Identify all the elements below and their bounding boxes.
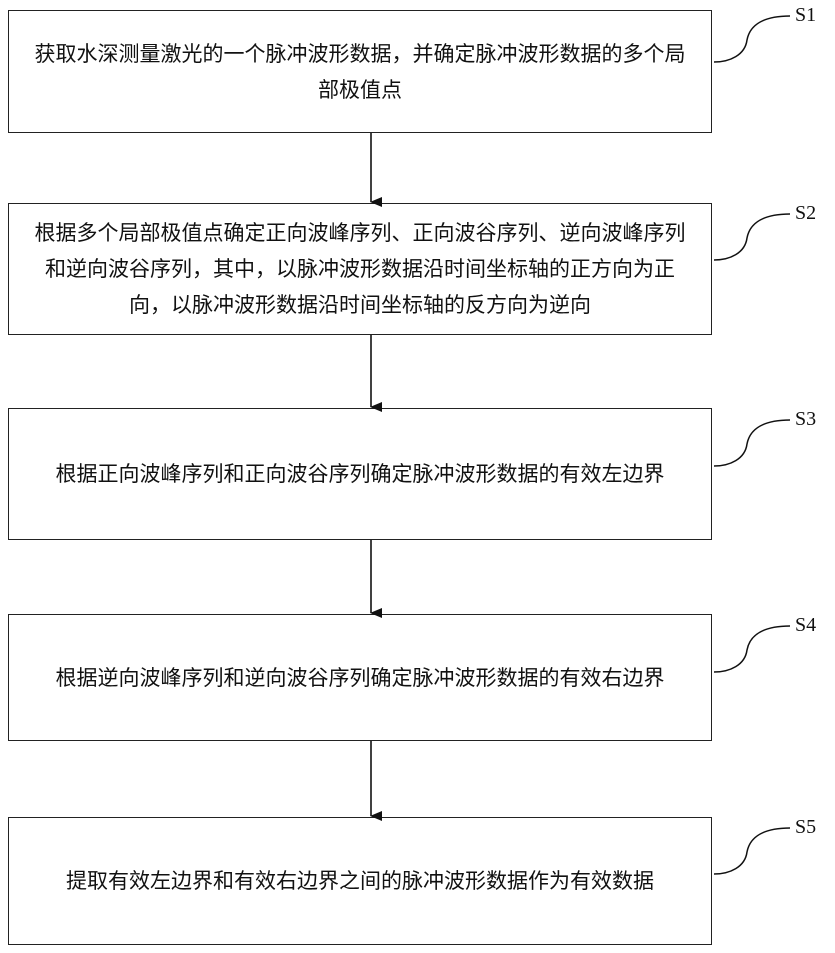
step-label-s2: S2 — [795, 202, 816, 225]
leader-s4 — [714, 626, 790, 672]
label-leaders — [714, 16, 790, 874]
step-label-s4: S4 — [795, 614, 816, 637]
step-label-s1: S1 — [795, 4, 816, 27]
leader-s3 — [714, 420, 790, 466]
step-label-s5: S5 — [795, 816, 816, 839]
step-label-s3: S3 — [795, 408, 816, 431]
leader-s1 — [714, 16, 790, 62]
leader-s5 — [714, 828, 790, 874]
leader-s2 — [714, 214, 790, 260]
